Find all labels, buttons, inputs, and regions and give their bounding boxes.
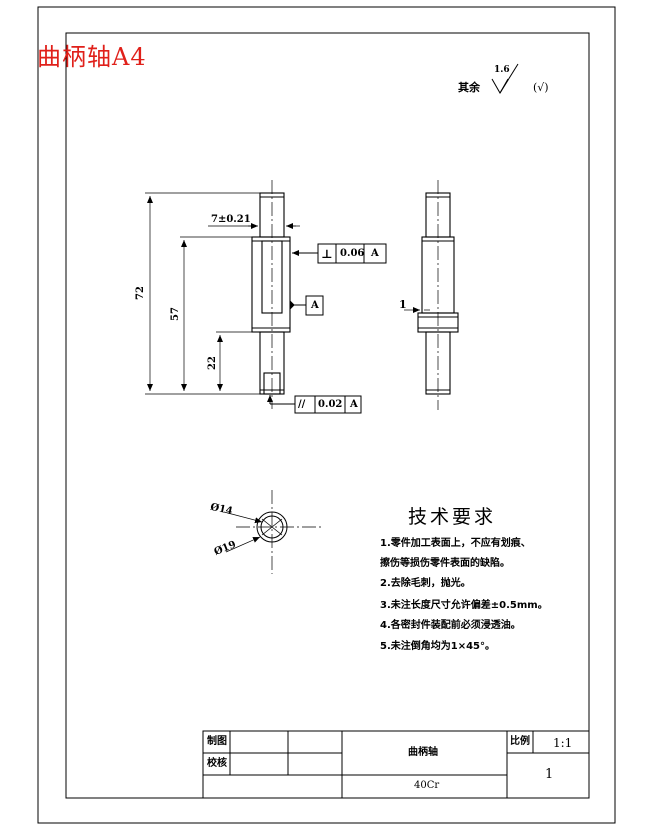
tech-requirements-title: 技术要求 [408, 506, 497, 528]
inner-border [65, 32, 590, 799]
tech-item-4: 4.各密封件装配前必须浸透油。 [380, 620, 521, 631]
perpendicularity-frame [292, 243, 387, 264]
tech-item-3: 3.未注长度尺寸允许偏差±0.5mm。 [380, 600, 548, 611]
dim-width-tolerance: 7±0.21 [211, 214, 251, 225]
perp-symbol: ⊥ [321, 247, 333, 261]
perp-value: 0.06 [340, 248, 365, 259]
parallel-value: 0.02 [318, 399, 343, 410]
parallel-symbol: // [298, 399, 306, 410]
datum-label: A [311, 300, 319, 311]
roughness-value: 1.6 [494, 65, 510, 75]
tech-item-1: 1.零件加工表面上，不应有划痕、 [380, 538, 531, 549]
tech-item-1-cont: 擦伤等损伤零件表面的缺陷。 [380, 558, 510, 569]
scale-label: 比例 [510, 736, 530, 747]
scale-value: 1:1 [553, 736, 573, 750]
dim-bottom-length: 22 [206, 356, 218, 370]
roughness-suffix: (√) [533, 81, 549, 94]
section-view [223, 490, 322, 574]
parallelism-frame [267, 395, 362, 414]
part-name: 曲柄轴 [408, 747, 438, 758]
front-view [251, 180, 291, 409]
tech-item-5: 5.未注倒角均为1×45°。 [380, 641, 496, 652]
material: 40Cr [414, 780, 440, 791]
roughness-symbol [491, 63, 519, 94]
title-block-grid [202, 730, 590, 799]
checked-label: 校核 [207, 758, 227, 769]
datum-frame [289, 295, 324, 316]
sheet-number: 1 [545, 767, 554, 782]
perp-datum: A [371, 248, 379, 259]
side-view [417, 180, 459, 410]
dim-total-length: 72 [134, 286, 146, 300]
dim-step: 1 [399, 298, 407, 311]
dim-mid-length: 57 [169, 307, 181, 321]
tech-item-2: 2.去除毛刺，抛光。 [380, 578, 471, 589]
roughness-prefix: 其余 [458, 81, 480, 94]
drawing-title: 曲柄轴A4 [37, 43, 147, 71]
drawn-label: 制图 [207, 736, 227, 747]
front-dimensions [145, 192, 300, 395]
outer-border [37, 6, 616, 824]
parallel-datum: A [350, 399, 358, 410]
